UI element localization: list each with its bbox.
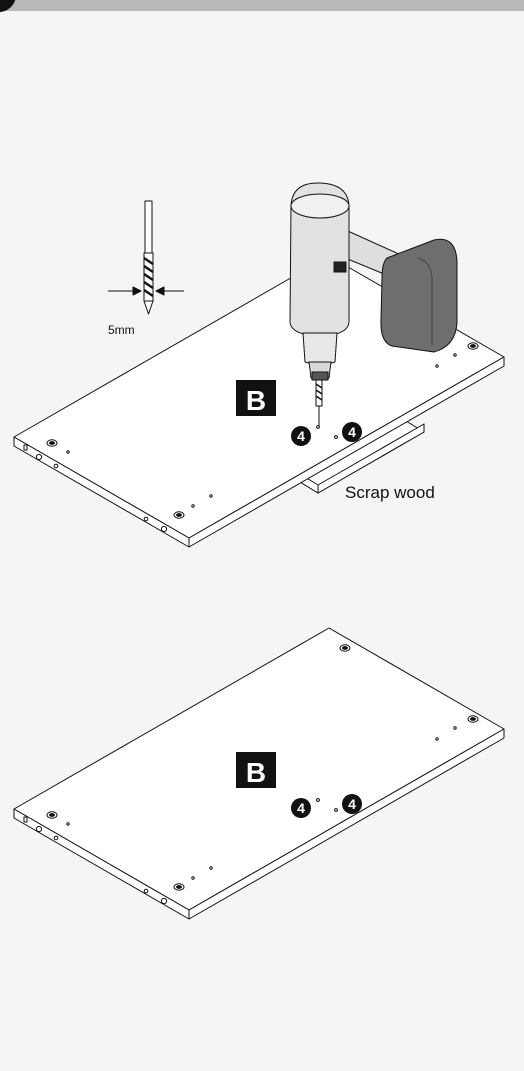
svg-text:4: 4 — [348, 424, 356, 440]
power-drill-icon — [289, 182, 458, 426]
hole-marker-bottom-left: 4 — [291, 798, 311, 818]
svg-text:4: 4 — [297, 428, 305, 444]
drill-bit-diagram — [108, 200, 184, 315]
svg-text:B: B — [246, 385, 266, 416]
scrap-wood-label: Scrap wood — [345, 483, 435, 502]
hole-marker-top-left: 4 — [291, 426, 311, 446]
scrap-wood — [299, 420, 425, 494]
part-label-b-top: B — [236, 380, 276, 416]
step-header-bar — [0, 0, 524, 12]
svg-text:4: 4 — [297, 800, 305, 816]
hole-marker-bottom-right: 4 — [342, 794, 362, 814]
svg-text:4: 4 — [348, 796, 356, 812]
drill-bit-size-label: 5mm — [108, 323, 135, 337]
part-label-b-bottom: B — [236, 752, 276, 788]
svg-text:B: B — [246, 757, 266, 788]
hole-marker-top-right: 4 — [342, 422, 362, 442]
